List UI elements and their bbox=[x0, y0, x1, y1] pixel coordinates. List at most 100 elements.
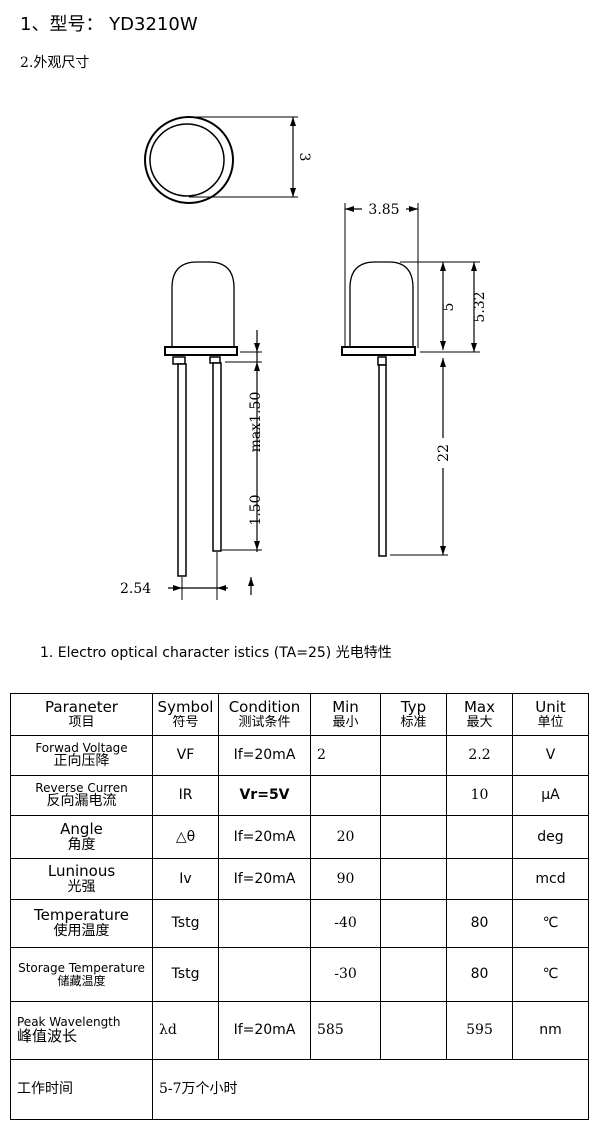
table-cell: V bbox=[512, 735, 589, 776]
table-cell: -40 bbox=[310, 899, 381, 948]
model-title: 1、型号： YD3210W bbox=[20, 14, 198, 35]
front-flange bbox=[164, 346, 238, 356]
lead-stub bbox=[209, 356, 221, 364]
arrow bbox=[173, 585, 182, 591]
arrow bbox=[440, 341, 446, 350]
worktime-value: 5-7万个小时 bbox=[152, 1059, 589, 1120]
table-cell: If=20mA bbox=[218, 858, 311, 900]
arrow bbox=[248, 577, 254, 586]
table-cell: Vr=5V bbox=[218, 775, 311, 816]
dim-max-label: max1.50 bbox=[248, 392, 264, 453]
table-cell: ℃ bbox=[512, 899, 589, 948]
table-cell: λd bbox=[152, 1001, 219, 1060]
table-cell bbox=[218, 899, 311, 948]
table-cell bbox=[380, 775, 447, 816]
table-cell: 80 bbox=[446, 899, 513, 948]
table-cell: IR bbox=[152, 775, 219, 816]
arrow bbox=[254, 362, 260, 371]
table-cell: mcd bbox=[512, 858, 589, 900]
arrow bbox=[471, 262, 477, 271]
arrow bbox=[345, 206, 354, 212]
table-cell: VF bbox=[152, 735, 219, 776]
section-heading-electro-optical: 1. Electro optical character istics (TA=… bbox=[40, 645, 392, 661]
table-cell bbox=[380, 815, 447, 859]
table-cell: If=20mA bbox=[218, 1001, 311, 1060]
led-dimension-drawing: 3 max1.50 1.50 2.54 3.85 5 5.32 22 bbox=[120, 116, 488, 600]
front-lead-1 bbox=[177, 363, 187, 577]
table-cell: 2.2 bbox=[446, 735, 513, 776]
table-cell: Tstg bbox=[152, 947, 219, 1002]
dim-width-label: 3.85 bbox=[368, 202, 399, 218]
arrow bbox=[440, 546, 446, 555]
arrow bbox=[440, 358, 446, 367]
arrow bbox=[409, 206, 418, 212]
table-cell: If=20mA bbox=[218, 815, 311, 859]
dim-body-label: 5 bbox=[441, 303, 457, 312]
table-cell: μA bbox=[512, 775, 589, 816]
arrow bbox=[471, 343, 477, 352]
table-cell bbox=[310, 775, 381, 816]
front-lens-outline bbox=[171, 261, 235, 348]
table-cell: 595 bbox=[446, 1001, 513, 1060]
arrow bbox=[254, 541, 260, 550]
table-cell: If=20mA bbox=[218, 735, 311, 776]
table-cell bbox=[380, 735, 447, 776]
table-cell: 20 bbox=[310, 815, 381, 859]
dim-pitch-label: 2.54 bbox=[120, 581, 151, 597]
table-cell: △θ bbox=[152, 815, 219, 859]
arrow bbox=[254, 343, 260, 352]
table-cell bbox=[380, 858, 447, 900]
arrow bbox=[217, 585, 226, 591]
dim-top-label: 3 bbox=[296, 153, 312, 162]
dimensions-heading: 2.外观尺寸 bbox=[20, 55, 90, 71]
arrow bbox=[290, 117, 296, 126]
table-cell bbox=[380, 899, 447, 948]
dim-total-label: 5.32 bbox=[472, 291, 488, 322]
table-cell: Tstg bbox=[152, 899, 219, 948]
table-cell: Iv bbox=[152, 858, 219, 900]
worktime-label: 工作时间 bbox=[10, 1059, 153, 1120]
table-cell: 10 bbox=[446, 775, 513, 816]
table-cell bbox=[218, 947, 311, 1002]
table-cell: nm bbox=[512, 1001, 589, 1060]
dim-lead-gap-label: 1.50 bbox=[248, 494, 264, 525]
front-lead-2 bbox=[212, 362, 222, 552]
table-cell: 585 bbox=[310, 1001, 381, 1060]
table-cell: ℃ bbox=[512, 947, 589, 1002]
table-cell: 2 bbox=[310, 735, 381, 776]
side-lead bbox=[378, 364, 387, 557]
top-view-inner-circle bbox=[149, 123, 225, 197]
table-cell: deg bbox=[512, 815, 589, 859]
worktime-row: 工作时间 5-7万个小时 bbox=[10, 1059, 589, 1120]
table-cell: 90 bbox=[310, 858, 381, 900]
arrow bbox=[290, 188, 296, 197]
side-lead-stub bbox=[377, 356, 387, 366]
side-lens-outline bbox=[349, 261, 414, 348]
dim-lead-len-label: 22 bbox=[436, 444, 452, 462]
table-cell: -30 bbox=[310, 947, 381, 1002]
top-view-outer-circle bbox=[144, 116, 234, 204]
table-cell bbox=[380, 1001, 447, 1060]
